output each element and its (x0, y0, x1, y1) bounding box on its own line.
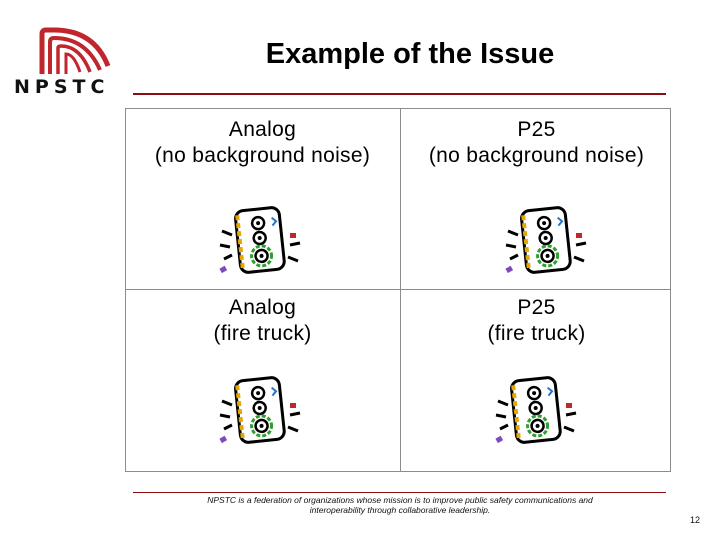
cell-analog-no-noise: Analog (no background noise) (126, 117, 399, 169)
grid-vertical-divider (400, 109, 401, 471)
cell-label: P25 (fire truck) (487, 296, 586, 345)
footer-divider (133, 492, 666, 493)
logo-text: NPSTC (14, 76, 110, 98)
page-number: 12 (690, 515, 701, 525)
comparison-grid: Analog (no background noise) P25 (no bac… (125, 108, 671, 472)
grid-horizontal-divider (126, 289, 670, 290)
cell-p25-fire-truck: P25 (fire truck) (400, 295, 673, 347)
cell-p25-no-noise: P25 (no background noise) (400, 117, 673, 169)
header-divider (133, 93, 666, 95)
speaker-icon[interactable] (210, 371, 310, 456)
speaker-icon[interactable] (486, 371, 586, 456)
cell-analog-fire-truck: Analog (fire truck) (126, 295, 399, 347)
speaker-icon[interactable] (210, 201, 310, 286)
page-title: Example of the Issue (265, 38, 555, 70)
footer-text: NPSTC is a federation of organizations w… (207, 495, 593, 515)
npstc-logo: NPSTC (14, 26, 126, 100)
logo-arcs-icon (39, 27, 111, 74)
cell-label: Analog (no background noise) (154, 118, 371, 167)
cell-label: Analog (fire truck) (213, 296, 312, 345)
cell-label: P25 (no background noise) (428, 118, 645, 167)
speaker-icon[interactable] (496, 201, 596, 286)
